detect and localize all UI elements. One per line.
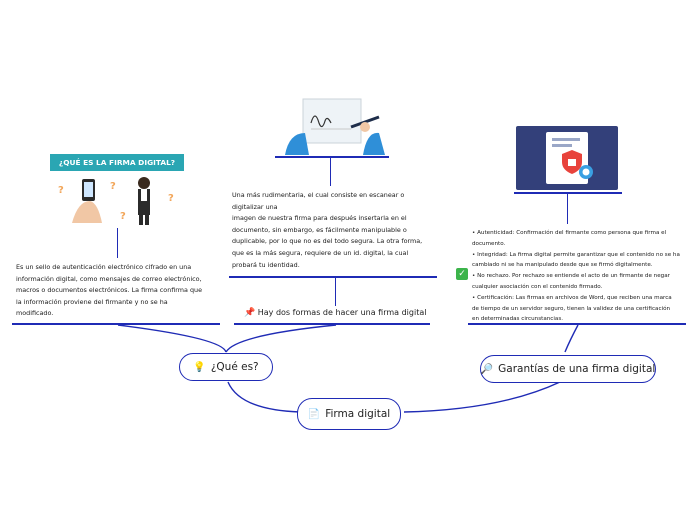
garantias-text-line: • No rechazo. Por rechazo se entiende el… [472,273,670,280]
garantias-text-line: cambiado ni se ha manipulado desde que s… [472,262,653,269]
middle-text: Una más rudimentaria, el cual consiste e… [232,190,432,271]
pin-icon: 📌 [244,308,256,318]
left-bar [12,323,220,325]
garantias-label: Garantías de una firma digital [498,363,656,375]
document-shield-illustration [516,126,618,190]
svg-text:?: ? [110,181,116,192]
que-es-image: ¿QUÉ ES LA FIRMA DIGITAL? ???? [50,154,184,226]
que-es-text: Es un sello de autenticación electrónico… [16,263,203,318]
svg-text:?: ? [58,185,64,196]
middle-top-bar [275,156,389,158]
garantias-text-line: en determinadas circunstancias. [472,316,564,323]
security-image [516,126,618,190]
garantias-node[interactable]: 🔎 Garantías de una firma digital [480,355,656,383]
garantias-text-line: cualquier asociación con el contenido fi… [472,283,603,290]
garantias-text-line: • Integridad: La firma digital permite g… [472,251,680,258]
garantias-text-line: documento. [472,240,506,247]
firma-digital-root-node[interactable]: 📄 Firma digital [297,398,401,430]
left-image-stem [117,228,118,258]
middle-text-line: duplicable, por lo que no es del todo se… [232,237,423,246]
signature-image [279,93,385,155]
right-top-bar [514,192,622,194]
middle-text-bar [229,276,437,278]
right-image-stem [567,194,568,224]
document-icon: 📄 [307,408,321,420]
que-es-label: ¿Qué es? [210,361,259,373]
garantias-text-line: • Certificación: Las firmas en archivos … [472,294,672,301]
magnifier-icon: 🔎 [480,363,494,375]
middle-text-line: que es la más segura, requiere de un id.… [232,248,409,257]
right-bar [468,323,686,325]
middle-stem [335,278,336,306]
middle-text-line: Una más rudimentaria, el cual consiste e… [232,191,405,199]
signing-illustration [279,93,385,155]
middle-bar [234,323,430,325]
person-phone-illustration: ???? [50,171,184,226]
garantias-text: • Autenticidad: Confirmación del firmant… [472,228,688,325]
middle-text-line: documento, sin embargo, es fácilmente ma… [232,225,407,234]
middle-text-line: digitalizar una [232,202,278,211]
hay-dos-formas-text: Hay dos formas de hacer una firma digita… [257,308,427,317]
hay-dos-formas-label[interactable]: 📌 Hay dos formas de hacer una firma digi… [244,308,426,318]
checkmark-icon: ✓ [456,268,468,280]
svg-text:?: ? [168,193,174,204]
garantias-text-line: de tiempo de un servidor seguro, tienen … [472,305,671,312]
svg-text:?: ? [120,211,126,222]
que-es-banner: ¿QUÉ ES LA FIRMA DIGITAL? [50,154,184,171]
firma-digital-label: Firma digital [325,408,391,420]
que-es-node[interactable]: 💡 ¿Qué es? [179,353,273,381]
middle-text-line: probará tu identidad. [232,260,300,269]
garantias-text-line: • Autenticidad: Confirmación del firmant… [472,230,667,236]
middle-text-line: imagen de nuestra firma para después ins… [232,214,407,223]
middle-image-stem [330,158,331,186]
lightbulb-icon: 💡 [193,361,206,373]
